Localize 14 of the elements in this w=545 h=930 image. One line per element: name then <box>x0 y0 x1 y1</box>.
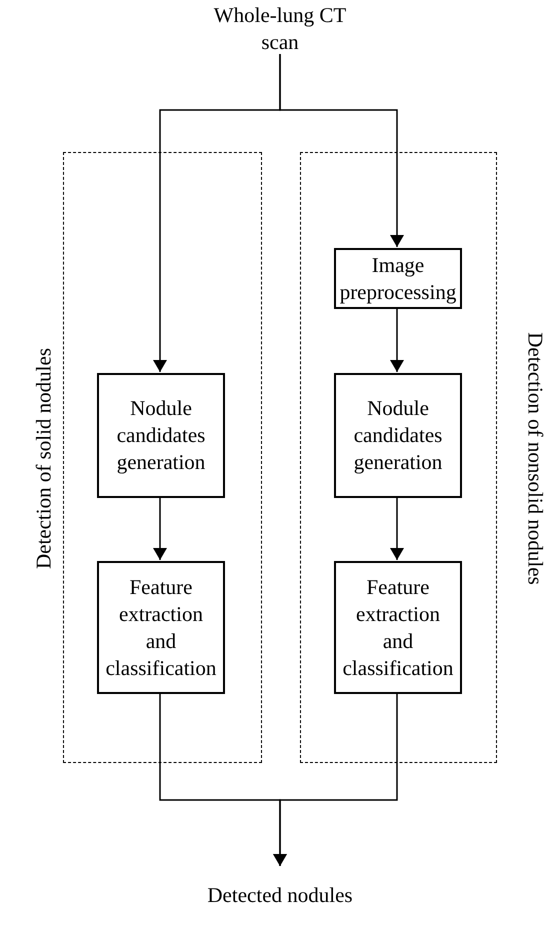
group-label: Detection of nonsolid nodules <box>524 330 545 586</box>
arrow <box>390 497 404 560</box>
process-box: Nodule candidates generation <box>97 373 225 498</box>
flow-terminal-text: Whole-lung CT scan <box>200 4 360 54</box>
process-box: Feature extraction and classification <box>97 561 225 694</box>
process-box: Nodule candidates generation <box>334 373 462 498</box>
group-label: Detection of solid nodules <box>34 346 54 571</box>
arrow <box>273 693 398 866</box>
arrow <box>279 54 404 247</box>
process-box: Feature extraction and classification <box>334 561 462 694</box>
arrow <box>390 308 404 372</box>
arrow <box>153 497 167 560</box>
flow-terminal-text: Detected nodules <box>200 866 360 924</box>
process-box: Image preprocessing <box>334 248 462 309</box>
